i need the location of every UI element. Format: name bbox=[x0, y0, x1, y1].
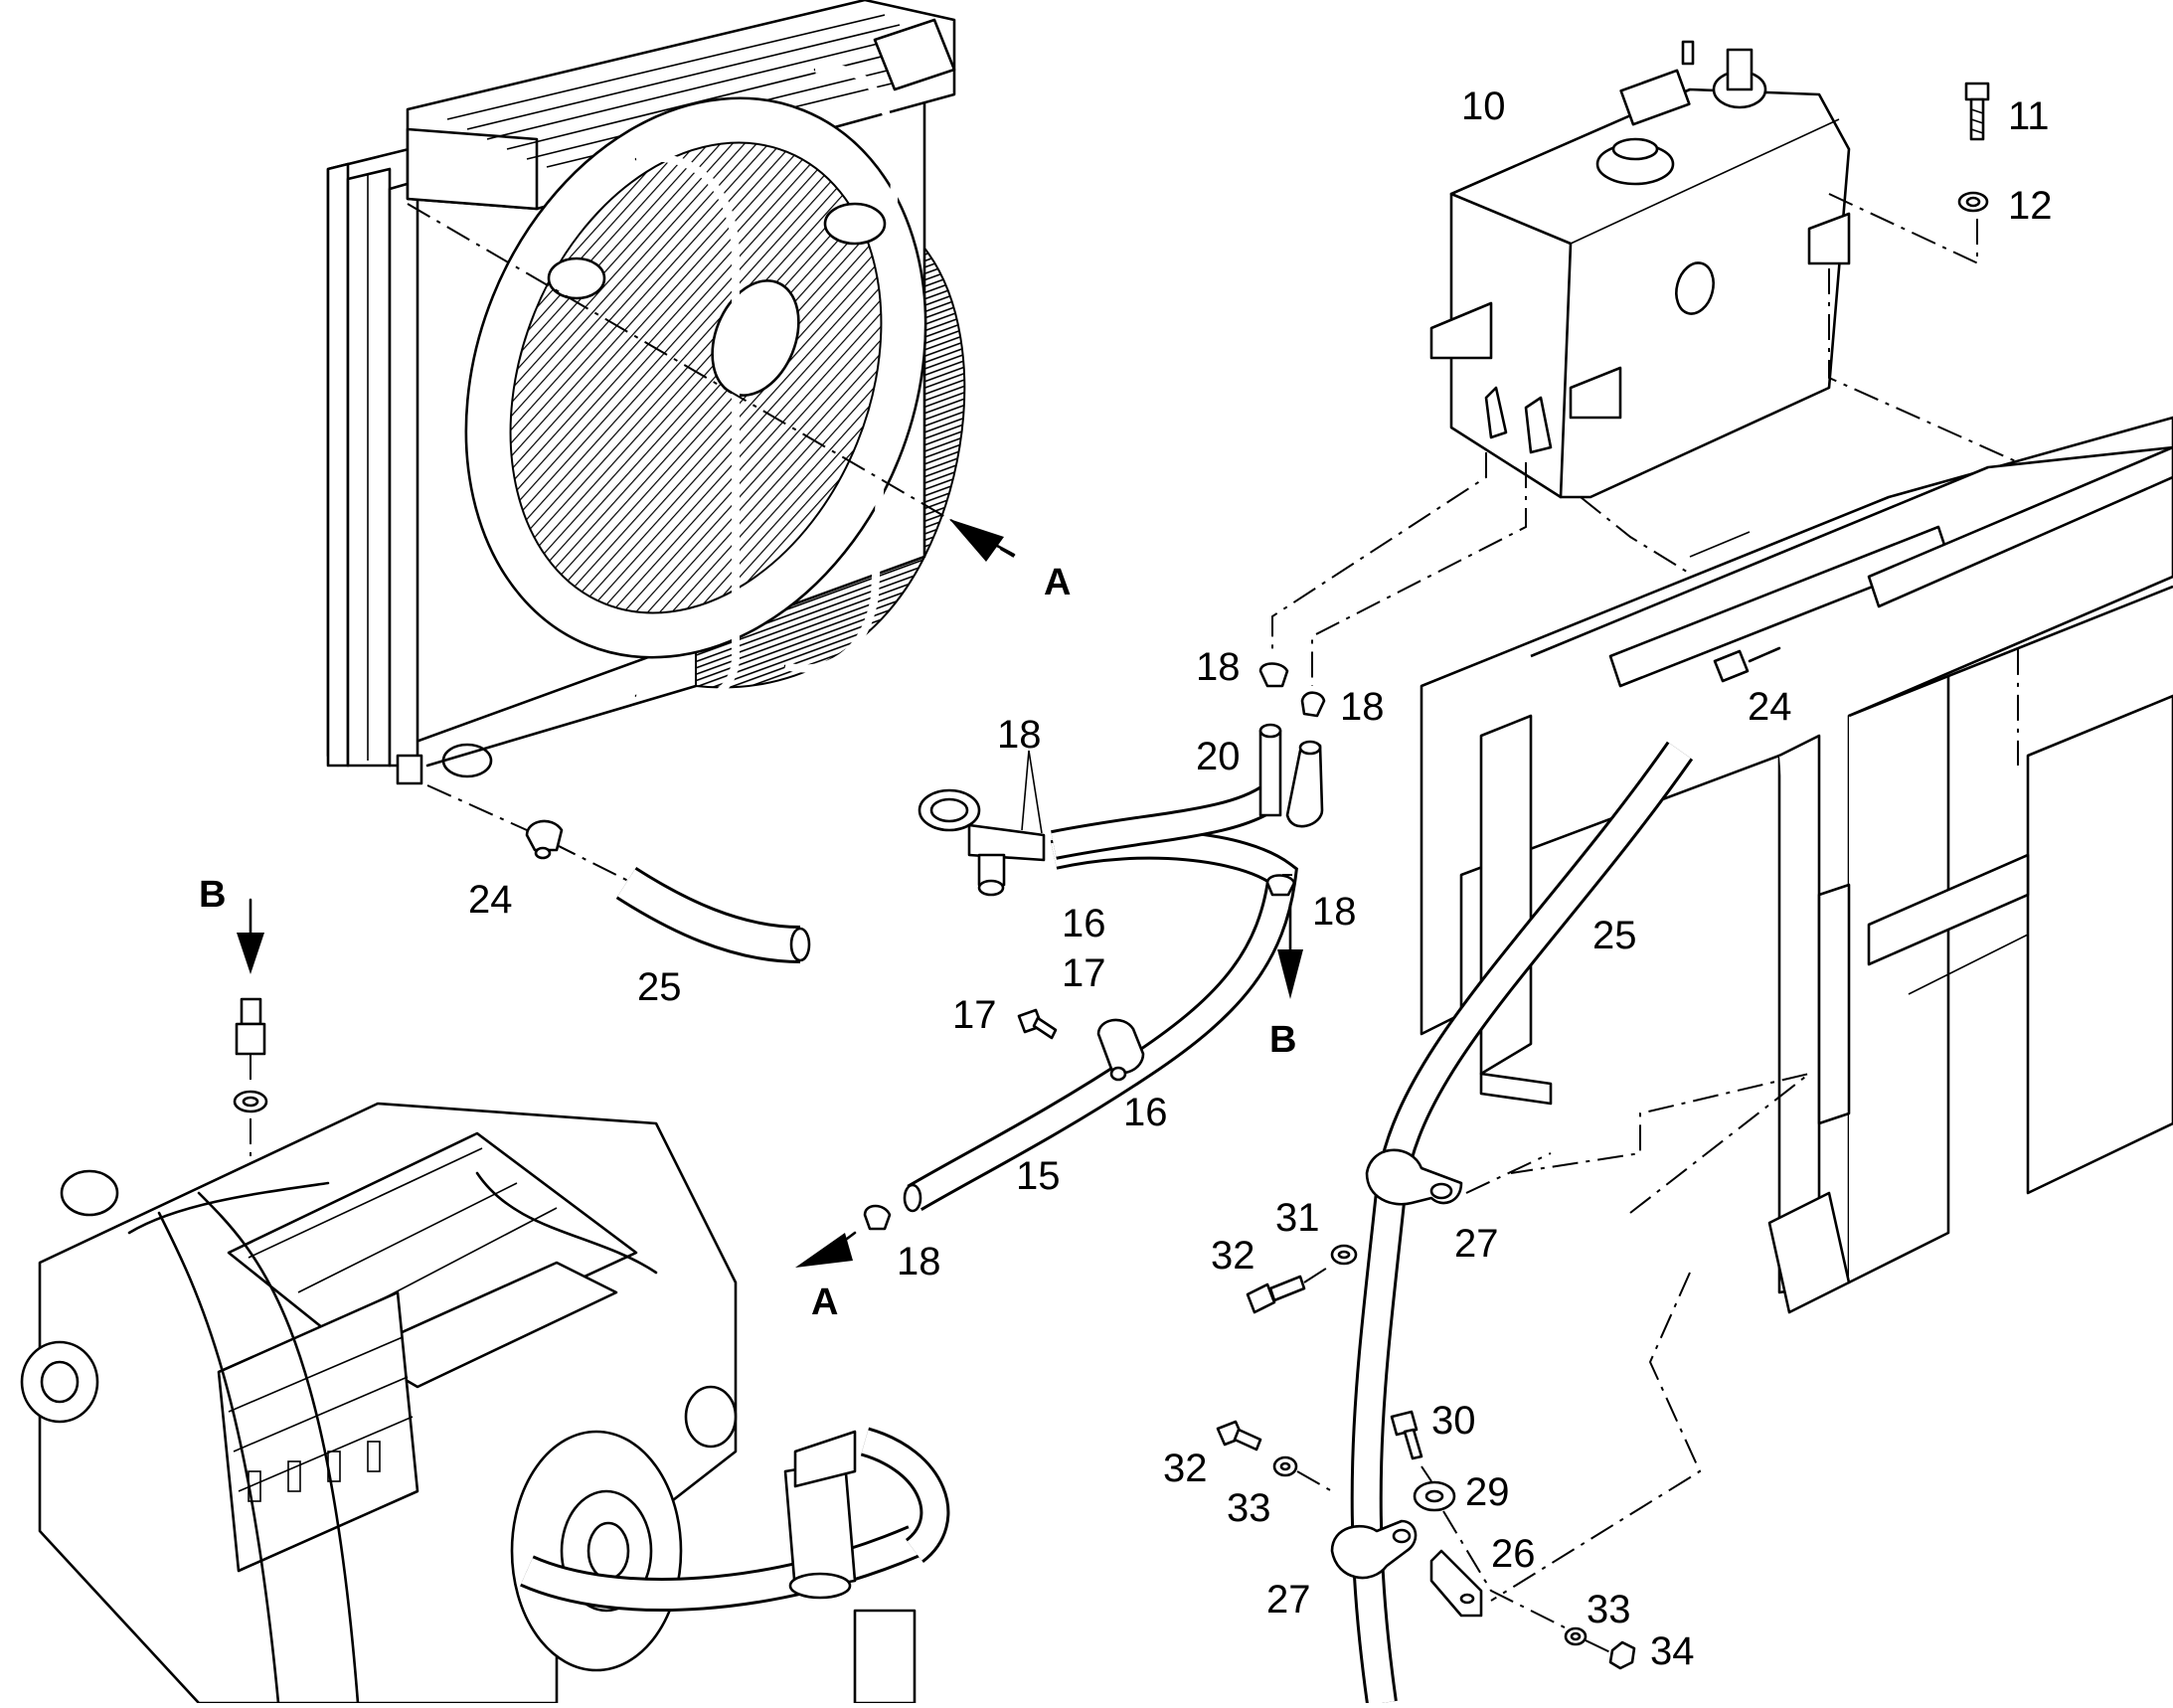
clip-18-d bbox=[863, 1204, 892, 1231]
callout-24: 24 bbox=[468, 878, 513, 922]
callout-32: 32 bbox=[1211, 1234, 1255, 1278]
clip-18-b bbox=[1300, 691, 1326, 718]
clamp-27-lower bbox=[1330, 1519, 1418, 1580]
callout-27: 27 bbox=[1454, 1222, 1499, 1266]
view-label-b: B bbox=[199, 874, 226, 916]
callout-25: 25 bbox=[637, 965, 682, 1009]
callout-17: 17 bbox=[1062, 951, 1106, 995]
callout-32: 32 bbox=[1163, 1447, 1208, 1490]
callout-15: 15 bbox=[1016, 1154, 1061, 1198]
callout-18: 18 bbox=[1196, 645, 1241, 689]
washer-33-right bbox=[1564, 1626, 1588, 1646]
bolt-30 bbox=[1390, 1410, 1423, 1460]
clip-18-c bbox=[1265, 874, 1296, 897]
callout-26: 26 bbox=[1491, 1532, 1536, 1576]
view-arrow-a-upper bbox=[949, 519, 1016, 562]
bolt-32-upper bbox=[1246, 1275, 1306, 1314]
callout-25: 25 bbox=[1592, 914, 1637, 957]
washer-29 bbox=[1413, 1480, 1456, 1512]
callout-24: 24 bbox=[1748, 685, 1792, 729]
callout-18: 18 bbox=[997, 713, 1042, 757]
bolt-11 bbox=[1964, 82, 1990, 141]
callout-34: 34 bbox=[1650, 1629, 1695, 1673]
callout-33: 33 bbox=[1587, 1588, 1631, 1631]
nut-34 bbox=[1608, 1640, 1636, 1670]
view-arrow-b-left bbox=[237, 898, 264, 974]
callout-12: 12 bbox=[2008, 184, 2053, 228]
hose-25-left bbox=[615, 866, 811, 963]
view-label-b: B bbox=[1269, 1019, 1296, 1061]
fitting-24-right bbox=[1713, 646, 1781, 683]
washer-33-left bbox=[1272, 1455, 1298, 1477]
washer-31 bbox=[1330, 1244, 1358, 1266]
callout-16: 16 bbox=[1123, 1091, 1168, 1134]
engine-assembly bbox=[20, 1102, 950, 1705]
bracket-26 bbox=[1429, 1549, 1483, 1618]
view-arrow-b-center bbox=[1277, 903, 1303, 999]
view-label-a: A bbox=[811, 1281, 838, 1323]
washer-12 bbox=[1957, 191, 1989, 213]
callout-16: 16 bbox=[1062, 902, 1106, 945]
fitting-stack-left bbox=[233, 997, 268, 1113]
radiator-assembly bbox=[326, 0, 966, 785]
callout-10: 10 bbox=[1461, 85, 1506, 128]
callout-11: 11 bbox=[2008, 94, 2050, 138]
callout-17: 17 bbox=[952, 993, 997, 1037]
clamp-24-left bbox=[525, 819, 564, 860]
callout-31: 31 bbox=[1275, 1196, 1320, 1240]
callout-20: 20 bbox=[1196, 735, 1241, 778]
bolt-32-lower bbox=[1216, 1420, 1262, 1452]
callout-labels: 10 11 12 18 18 18 18 18 20 24 24 25 25 1… bbox=[199, 85, 2053, 1673]
callout-18: 18 bbox=[1312, 890, 1357, 934]
machine-frame bbox=[1420, 416, 2173, 1314]
clip-18-a bbox=[1258, 662, 1289, 688]
clamp-27-upper bbox=[1365, 1148, 1463, 1206]
view-label-a: A bbox=[1044, 562, 1071, 603]
callout-30: 30 bbox=[1431, 1399, 1476, 1443]
callout-18: 18 bbox=[1340, 685, 1385, 729]
callout-33: 33 bbox=[1227, 1486, 1271, 1530]
callout-27: 27 bbox=[1266, 1578, 1311, 1622]
callout-29: 29 bbox=[1465, 1470, 1510, 1514]
hose-15-16-assembly bbox=[903, 723, 1324, 1213]
hydraulic-tank bbox=[1429, 40, 1851, 499]
view-arrow-a-lower bbox=[795, 1231, 857, 1268]
callout-18: 18 bbox=[897, 1240, 941, 1283]
